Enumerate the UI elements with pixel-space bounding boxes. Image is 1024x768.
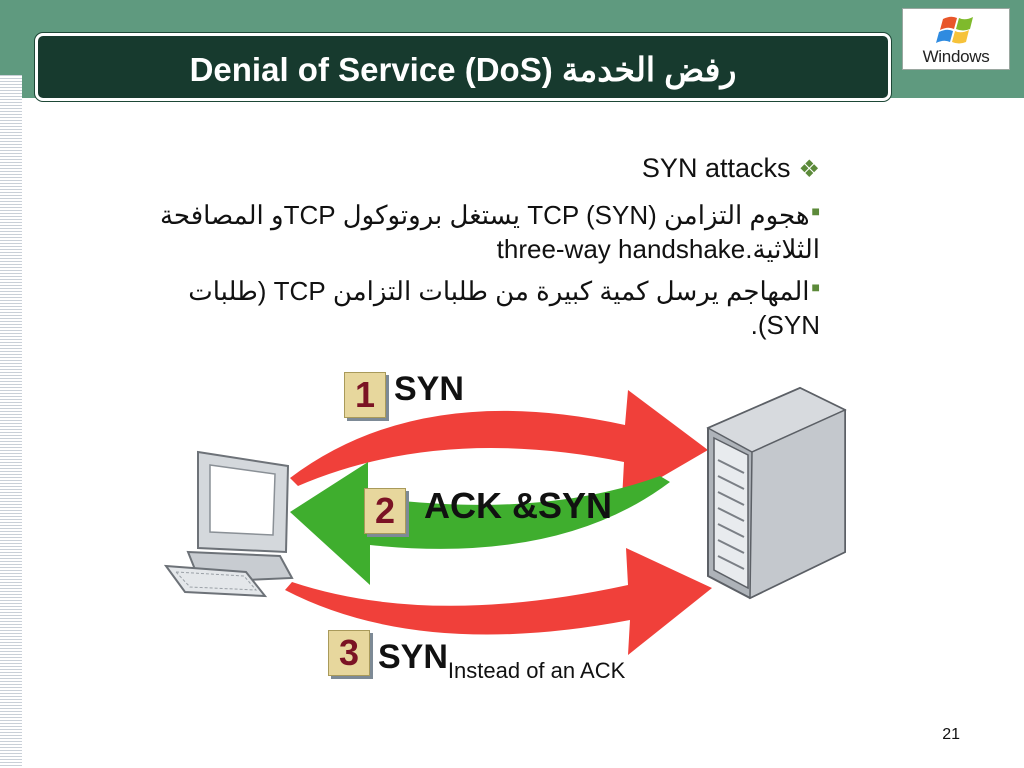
step-1-number-badge: 1 bbox=[344, 372, 386, 418]
page-number: 21 bbox=[942, 726, 960, 743]
sub-bullet-2: ■المهاجم يرسل كمية كبيرة من طلبات التزام… bbox=[140, 270, 820, 342]
logo-text: Windows bbox=[922, 47, 990, 66]
title-bar: Denial of Service (DoS) رفض الخدمة bbox=[35, 33, 891, 101]
client-computer-icon bbox=[163, 450, 294, 598]
step-2-label: ACK &SYN bbox=[424, 485, 613, 526]
step-3-sublabel: Instead of an ACK bbox=[447, 658, 626, 683]
windows-logo: Windows bbox=[902, 8, 1010, 70]
sub-bullet-1: ■هجوم التزامن TCP (SYN) يستغل بروتوكول T… bbox=[140, 194, 820, 266]
main-bullet: ❖ SYN attacks bbox=[140, 148, 820, 190]
syn-arrow-3 bbox=[285, 548, 712, 655]
step-3-label-text: SYN bbox=[378, 638, 448, 676]
left-stripe-decoration bbox=[0, 75, 22, 768]
step-1-label: SYN bbox=[394, 370, 464, 408]
sub-bullet-1-text: هجوم التزامن TCP (SYN) يستغل بروتوكول TC… bbox=[159, 200, 820, 264]
sub-bullet-2-text: المهاجم يرسل كمية كبيرة من طلبات التزامن… bbox=[188, 276, 820, 340]
server-tower-icon bbox=[706, 386, 847, 600]
slide-title: Denial of Service (DoS) رفض الخدمة bbox=[189, 51, 737, 88]
square-bullet-icon: ■ bbox=[811, 279, 820, 295]
ack-syn-arrow bbox=[290, 462, 670, 585]
step-2-number-badge: 2 bbox=[364, 488, 406, 534]
windows-flag-icon bbox=[936, 16, 973, 44]
syn-arrow-1 bbox=[290, 390, 708, 500]
square-bullet-icon: ■ bbox=[811, 203, 820, 219]
diamond-bullet-icon: ❖ bbox=[798, 156, 820, 183]
bullet-content: ❖SYN attacks ■هجوم التزامن TCP (SYN) يست… bbox=[140, 148, 820, 342]
step-3-number-badge: 3 bbox=[328, 630, 370, 676]
step-3-label: SYNInstead of an ACK bbox=[378, 638, 625, 684]
main-bullet-text: SYN attacks bbox=[641, 153, 791, 183]
